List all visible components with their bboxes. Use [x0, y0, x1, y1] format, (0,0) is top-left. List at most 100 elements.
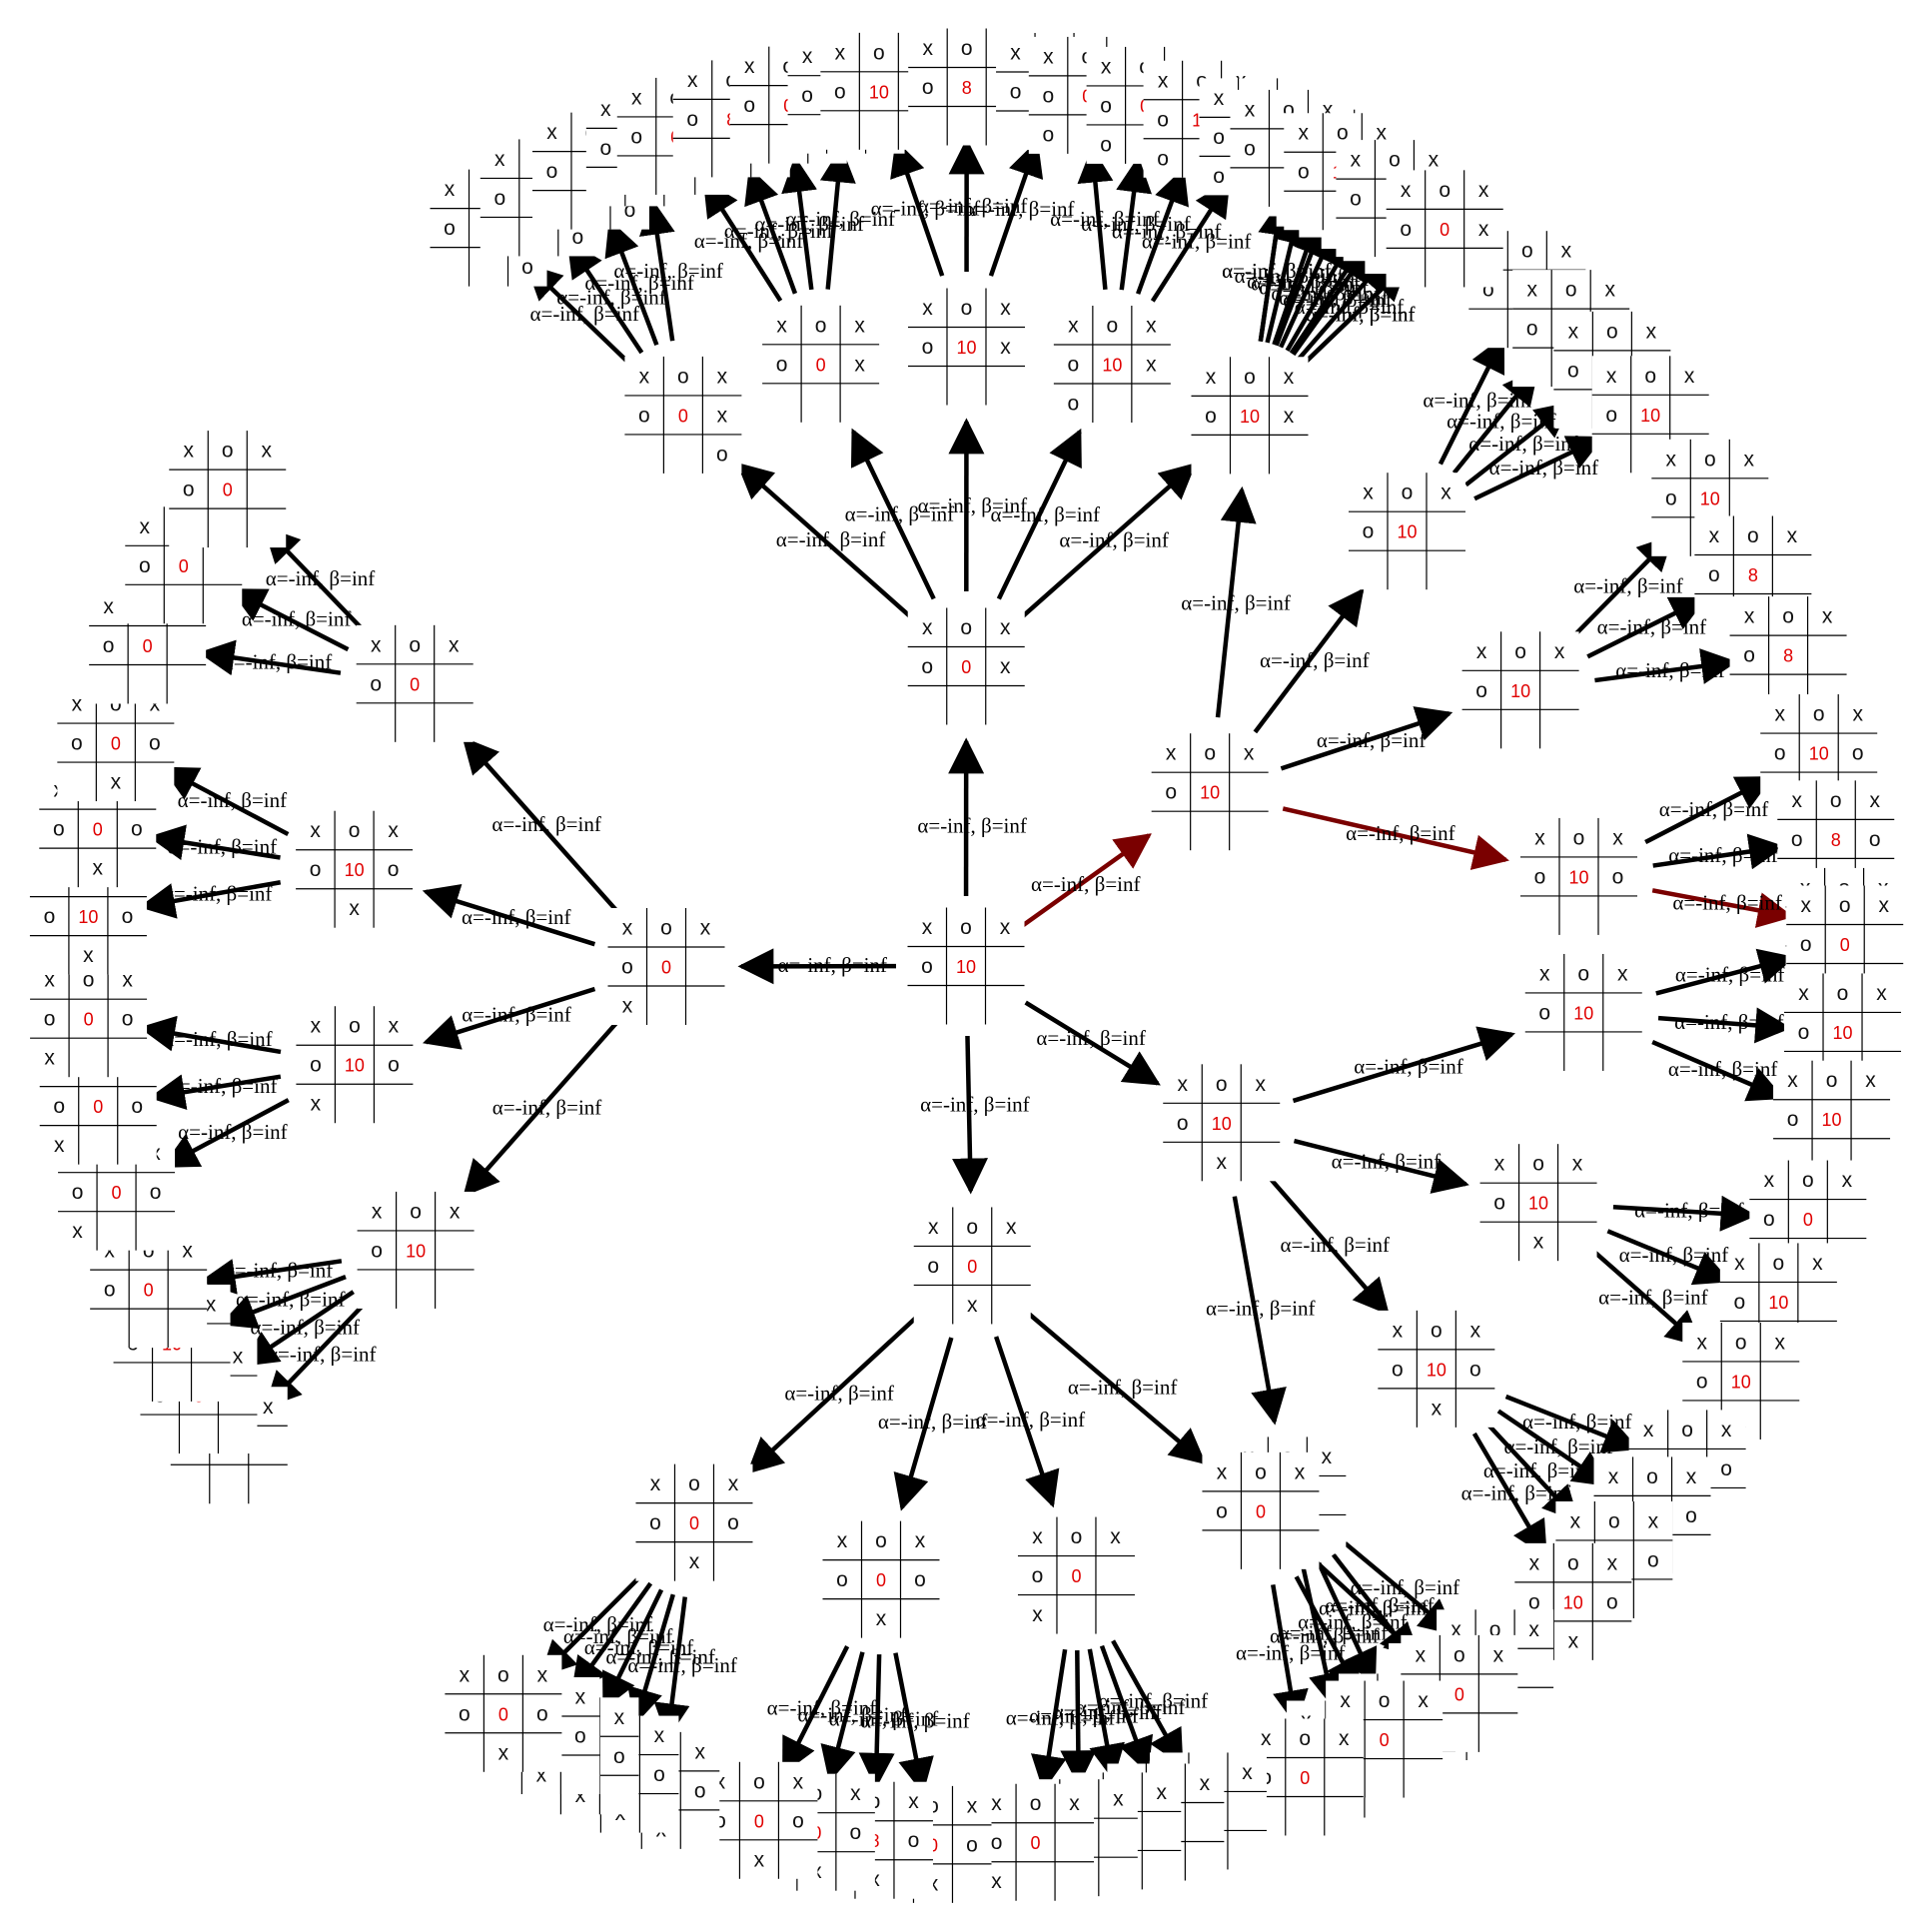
o-mark: o — [1773, 1252, 1785, 1275]
edge-label: α=-inf, β=inf — [1076, 1695, 1186, 1719]
o-mark: o — [1107, 315, 1119, 338]
board-background — [1524, 953, 1642, 1071]
node-score: 10 — [1102, 356, 1122, 376]
x-mark: x — [639, 365, 650, 388]
o-mark: o — [922, 336, 934, 359]
o-mark: o — [444, 217, 456, 240]
x-mark: x — [1146, 354, 1157, 377]
edge-arrow — [148, 1074, 282, 1110]
node-score: 0 — [967, 1257, 977, 1277]
x-mark: x — [1526, 279, 1537, 302]
o-mark: o — [921, 655, 933, 678]
node-score: 10 — [78, 907, 98, 927]
x-mark: x — [631, 86, 642, 109]
o-mark: o — [1010, 80, 1022, 103]
o-mark: o — [1071, 1525, 1083, 1548]
edge-label: α=-inf, β=inf — [242, 606, 352, 630]
o-mark: o — [1216, 1499, 1228, 1522]
edge-label: α=-inf, β=inf — [529, 302, 639, 326]
edge-label: α=-inf, β=inf — [965, 197, 1075, 221]
o-mark: o — [370, 672, 382, 695]
x-mark: x — [1865, 1069, 1876, 1092]
x-mark: x — [1418, 1689, 1429, 1712]
board-background — [907, 607, 1025, 725]
o-mark: o — [850, 1821, 862, 1844]
o-mark: o — [688, 1472, 700, 1495]
x-mark: x — [1000, 336, 1011, 359]
x-mark: x — [1787, 1069, 1798, 1092]
o-mark: o — [1469, 1358, 1481, 1381]
board-background — [1773, 1060, 1891, 1178]
x-mark: x — [1284, 366, 1295, 389]
o-mark: o — [836, 1568, 848, 1591]
x-mark: x — [1157, 1781, 1168, 1804]
node-score: 0 — [754, 1811, 764, 1831]
edge-label: α=-inf, β=inf — [1279, 1620, 1389, 1644]
edge-arrow — [1496, 1409, 1610, 1487]
edge-arrow — [988, 140, 1044, 277]
edge-arrow — [423, 986, 596, 1050]
edge-arrow — [1317, 1562, 1378, 1686]
edge-label: α=-inf, β=inf — [1598, 1286, 1708, 1310]
edge-arrow — [744, 167, 798, 295]
edge-arrow — [1612, 1195, 1757, 1232]
edge-arrow — [952, 1035, 989, 1195]
edge-arrow — [893, 1652, 934, 1794]
board-background — [1461, 631, 1579, 749]
edge-arrow — [1060, 1650, 1097, 1787]
edge-arrow — [241, 1290, 355, 1367]
edge-label: α=-inf, β=inf — [1247, 270, 1357, 294]
node-score: 0 — [1071, 1566, 1081, 1586]
edge-label: α=-inf, β=inf — [878, 1410, 988, 1434]
x-mark: x — [1363, 482, 1374, 504]
x-mark: x — [1000, 297, 1011, 320]
x-mark: x — [922, 297, 933, 320]
x-mark: x — [1043, 45, 1054, 68]
o-mark: o — [44, 1008, 56, 1031]
x-mark: x — [93, 857, 104, 880]
x-mark: x — [1744, 448, 1755, 471]
o-mark: o — [1763, 1208, 1775, 1231]
node-score: 0 — [84, 1010, 94, 1030]
x-mark: x — [311, 1015, 322, 1038]
x-mark: x — [1000, 916, 1011, 939]
edge-label: α=-inf, β=inf — [462, 1003, 571, 1027]
o-mark: o — [921, 955, 933, 978]
x-mark: x — [1245, 98, 1256, 121]
edge-label: α=-inf, β=inf — [694, 229, 804, 253]
edge-label: α=-inf, β=inf — [1423, 389, 1532, 413]
x-mark: x — [928, 1216, 939, 1239]
x-mark: x — [1393, 1319, 1404, 1342]
highlighted-edge-arrow — [1651, 888, 1794, 928]
o-mark: o — [1489, 1618, 1501, 1641]
node-score: 10 — [1822, 1110, 1842, 1130]
x-mark: x — [1000, 655, 1011, 678]
x-mark: x — [44, 1047, 55, 1070]
o-mark: o — [1791, 828, 1803, 851]
o-mark: o — [104, 1279, 116, 1302]
board-background — [1348, 473, 1465, 590]
edge-label: α=-inf, β=inf — [1236, 1641, 1346, 1665]
x-mark: x — [388, 819, 399, 842]
node-score: 0 — [661, 957, 671, 977]
o-mark: o — [1100, 133, 1112, 156]
board-background — [296, 810, 414, 928]
board-background — [356, 624, 474, 742]
x-mark: x — [622, 916, 633, 939]
board-background — [1378, 1310, 1495, 1428]
x-mark: x — [536, 1763, 547, 1786]
o-mark: o — [131, 1095, 143, 1118]
node-score: 10 — [1768, 1293, 1788, 1313]
o-mark: o — [143, 1240, 155, 1263]
o-mark: o — [53, 818, 65, 841]
x-mark: x — [908, 1790, 919, 1813]
edge-arrow — [993, 1336, 1060, 1508]
edge-arrow — [1253, 587, 1365, 734]
x-mark: x — [1146, 315, 1157, 338]
x-mark: x — [1478, 179, 1489, 202]
